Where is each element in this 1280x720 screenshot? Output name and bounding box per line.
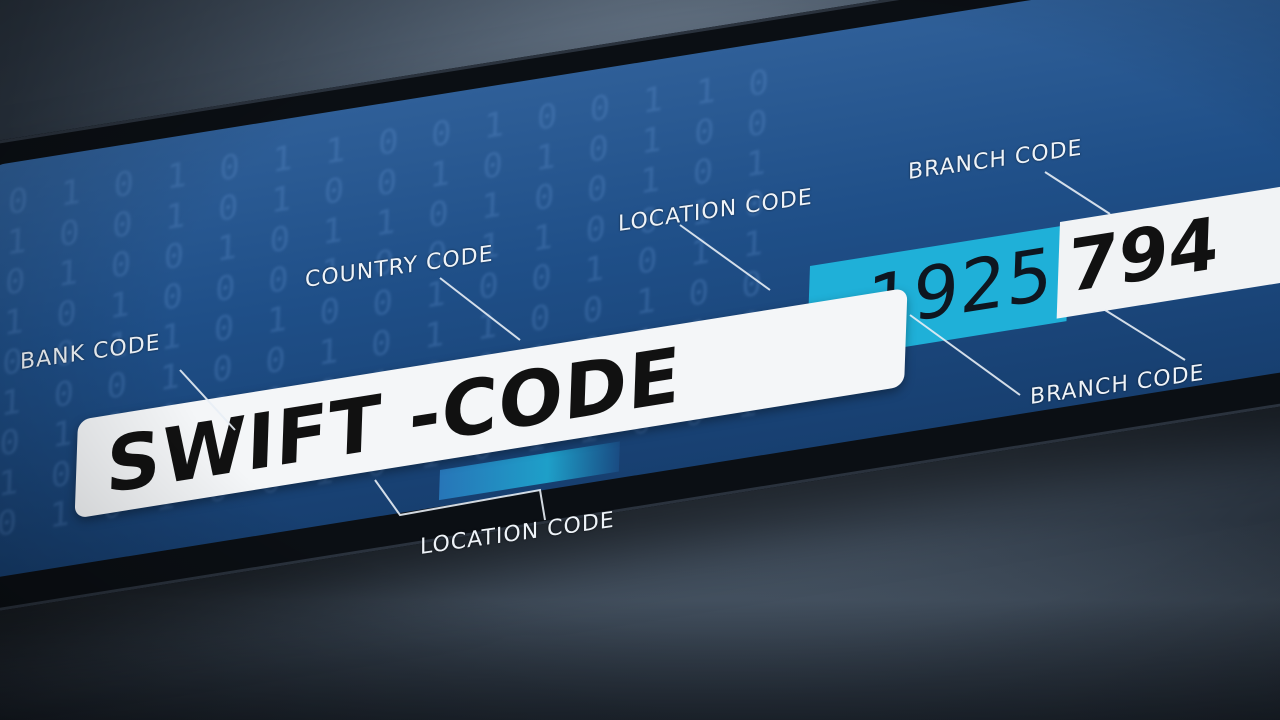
callout-line-country [439, 277, 521, 341]
callout-line-branch-bottom [909, 314, 1021, 396]
callout-line-bank [179, 369, 236, 431]
callout-line-cyan-right [1104, 309, 1186, 361]
callout-line-branch-top [1044, 171, 1111, 215]
callout-line-location-top [679, 224, 771, 291]
callout-line-location-bottom [374, 479, 546, 521]
